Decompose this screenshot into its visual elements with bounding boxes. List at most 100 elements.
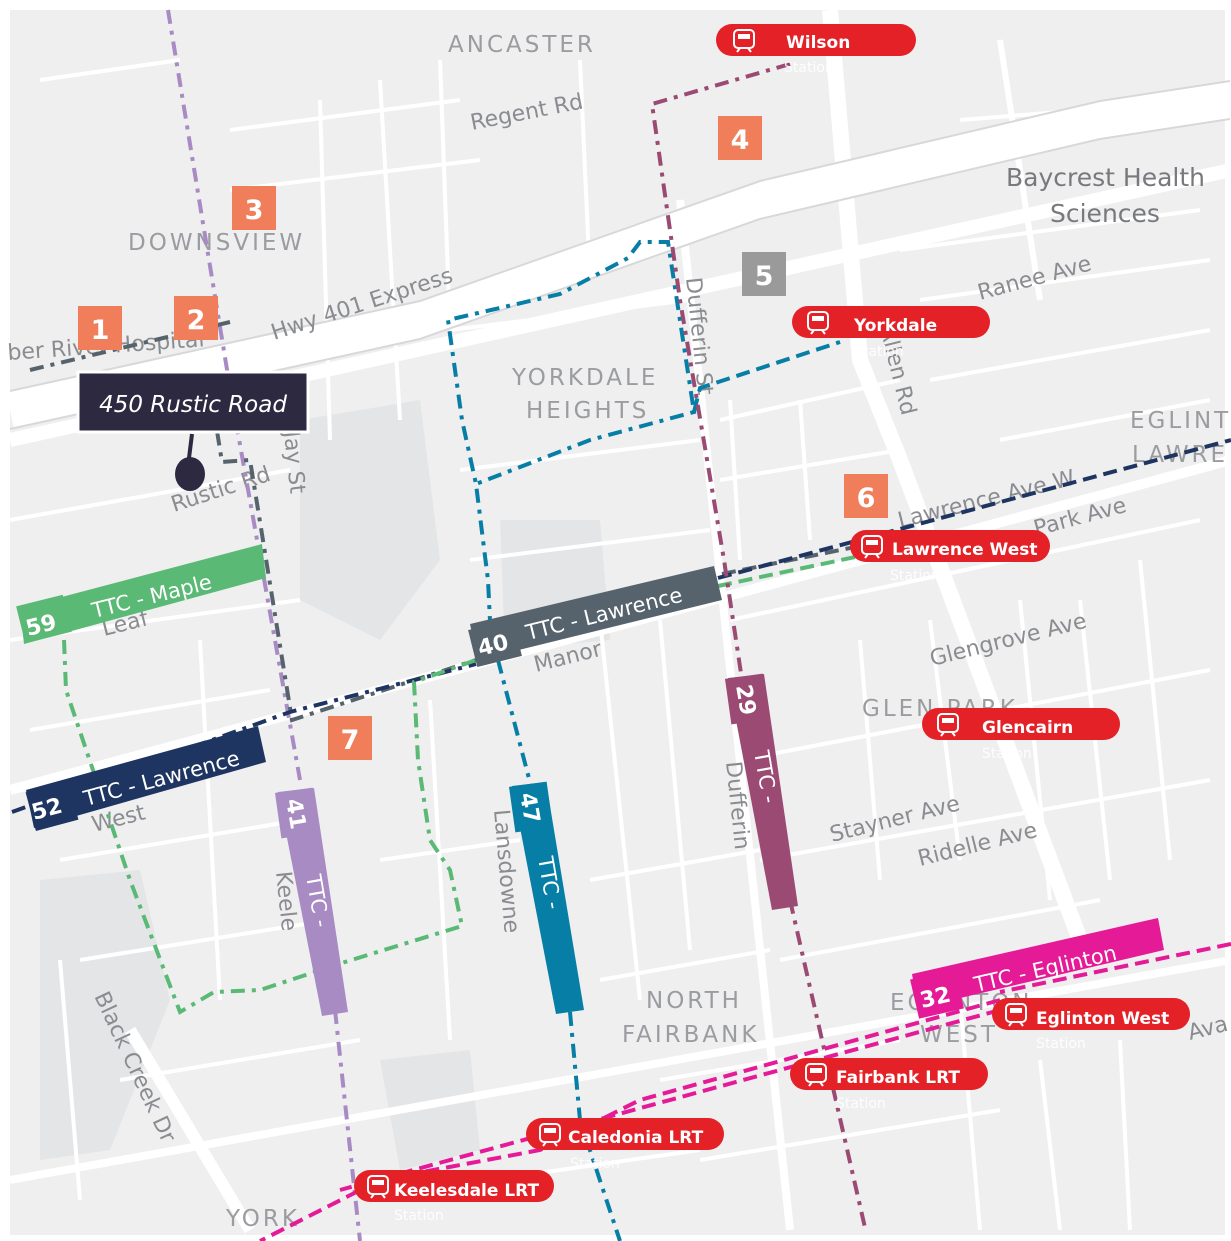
route-paths (11, 9, 1231, 1241)
route-41-band (278, 788, 348, 1016)
station-yorkdale[interactable]: Yorkdale Station (792, 306, 990, 360)
station-wilson-name: Wilson (786, 33, 850, 53)
station-lawrence-west-pill (850, 530, 1050, 562)
station-glencairn-sub: Station (982, 746, 1032, 762)
route-29[interactable]: 29 TTC - (724, 673, 798, 910)
station-eglinton-west-pill (992, 998, 1190, 1030)
address-pointer (187, 433, 194, 459)
station-fairbank-name: Fairbank LRT (836, 1068, 960, 1088)
route-29-badge-band (728, 674, 798, 910)
train-icon (861, 535, 883, 559)
route-29-number: 29 (730, 683, 760, 718)
station-caledonia-name: Caledonia LRT (568, 1128, 704, 1148)
train-icon (367, 1175, 389, 1199)
highway-edges (9, 80, 1231, 430)
site-marker-6-number: 6 (857, 483, 876, 514)
area-york: YORK (225, 1206, 300, 1232)
address-label: 450 Rustic Road (99, 392, 287, 418)
site-marker-3-number: 3 (245, 195, 264, 226)
route-47-band (512, 782, 584, 1014)
route-47-number: 47 (514, 791, 544, 826)
station-wilson[interactable]: Wilson Station (716, 24, 916, 76)
station-eglinton-west-sub: Station (1036, 1036, 1086, 1052)
station-wilson-sub: Station (784, 60, 834, 76)
route-59-band (20, 544, 266, 644)
site-marker-6[interactable]: 6 (844, 474, 888, 518)
location-pin-icon (175, 457, 205, 491)
station-lawrence-west-name: Lawrence West (892, 540, 1037, 560)
site-marker-2-box (174, 296, 218, 340)
route-47[interactable]: 47 TTC - (508, 781, 584, 1014)
area-yorkdale: YORKDALE (511, 365, 658, 391)
site-marker-2-number: 2 (187, 305, 206, 336)
area-heights: HEIGHTS (526, 398, 649, 424)
address-box (76, 370, 310, 434)
minor-streets (9, 58, 1211, 1231)
station-keelesdale[interactable]: Keelesdale LRT Station (354, 1170, 554, 1224)
area-fairbank: FAIRBANK (622, 1022, 759, 1048)
station-eglinton-west[interactable]: Eglinton West Station (992, 998, 1190, 1052)
station-yorkdale-sub: Station (854, 344, 904, 360)
route-32-badge (910, 969, 964, 1019)
station-caledonia[interactable]: Caledonia LRT Station (526, 1118, 724, 1172)
site-marker-5-number: 5 (755, 261, 774, 292)
site-marker-5[interactable]: 5 (742, 252, 786, 296)
station-caledonia-pill (526, 1118, 724, 1150)
station-eglinton-west-name: Eglinton West (1036, 1009, 1169, 1029)
station-fairbank-pill (790, 1058, 988, 1090)
station-caledonia-sub: Station (570, 1156, 620, 1172)
route-40-band (470, 566, 722, 660)
station-yorkdale-pill (792, 306, 990, 338)
site-marker-1-number: 1 (91, 315, 110, 346)
station-wilson-pill (716, 24, 916, 56)
poi-baycrest: Baycrest Health (1006, 163, 1205, 192)
poi-sciences: Sciences (1050, 199, 1160, 228)
route-52-band (26, 726, 266, 828)
train-icon (805, 1063, 827, 1087)
station-lawrence-west[interactable]: Lawrence West Station (850, 530, 1050, 584)
route-32-band (912, 918, 1164, 1008)
area-downsview: DOWNSVIEW (128, 230, 305, 256)
site-marker-6-box (844, 474, 888, 518)
route-52-badge (25, 780, 79, 832)
station-keelesdale-sub: Station (394, 1208, 444, 1224)
site-marker-7-box (328, 716, 372, 760)
route-47-badge (508, 781, 554, 833)
major-roads (5, 9, 1231, 1234)
site-markers: 1 2 3 4 5 6 7 (78, 116, 888, 760)
area-north: NORTH (646, 988, 742, 1014)
area-ancaster: ANCASTER (448, 32, 596, 58)
route-29-badge (724, 673, 770, 725)
address-callout[interactable]: 450 Rustic Road (76, 370, 310, 491)
station-glencairn-pill (922, 708, 1120, 740)
route-59-badge (16, 594, 72, 644)
site-marker-5-box (742, 252, 786, 296)
station-yorkdale-name: Yorkdale (853, 316, 937, 336)
area-eglinton-lawrence: EGLINT (1130, 408, 1231, 434)
site-marker-4-number: 4 (731, 125, 750, 156)
site-marker-3[interactable]: 3 (232, 186, 276, 230)
station-lawrence-west-sub: Station (890, 568, 940, 584)
site-marker-7-number: 7 (341, 725, 360, 756)
route-40-badge (468, 619, 522, 667)
station-glencairn-name: Glencairn (982, 718, 1073, 738)
route-41-badge (274, 787, 320, 839)
route-41-number: 41 (280, 797, 310, 832)
site-marker-1-box (78, 306, 122, 350)
site-marker-4[interactable]: 4 (718, 116, 762, 160)
train-icon (1005, 1003, 1027, 1027)
train-icon (937, 713, 959, 737)
site-marker-1[interactable]: 1 (78, 306, 122, 350)
train-icon (807, 311, 829, 335)
station-keelesdale-name: Keelesdale LRT (394, 1181, 539, 1201)
station-glencairn[interactable]: Glencairn Station (922, 708, 1120, 762)
station-keelesdale-pill (354, 1170, 554, 1202)
site-marker-4-box (718, 116, 762, 160)
train-icon (539, 1123, 561, 1147)
site-marker-2[interactable]: 2 (174, 296, 218, 340)
site-marker-7[interactable]: 7 (328, 716, 372, 760)
station-fairbank[interactable]: Fairbank LRT Station (790, 1058, 988, 1112)
train-icon (733, 29, 755, 53)
site-marker-3-box (232, 186, 276, 230)
